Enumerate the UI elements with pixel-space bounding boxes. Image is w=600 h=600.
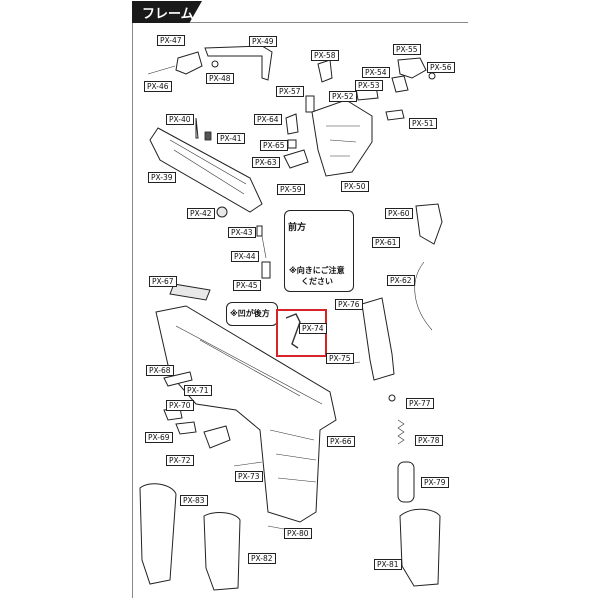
label-px76: PX-76: [335, 299, 363, 310]
px51-part: [385, 109, 405, 121]
label-px62: PX-62: [387, 275, 415, 286]
px69-part: [175, 421, 197, 435]
label-px54: PX-54: [362, 67, 390, 78]
orientation-note-line2: ください: [301, 277, 333, 286]
px79-part: [397, 461, 415, 503]
label-px52: PX-52: [329, 91, 357, 102]
label-px77: PX-77: [406, 398, 434, 409]
px50-part: [311, 99, 373, 177]
label-px58: PX-58: [311, 50, 339, 61]
px63-part: [283, 149, 309, 169]
label-px40: PX-40: [166, 114, 194, 125]
label-px71: PX-71: [184, 385, 212, 396]
px47-part: [175, 51, 203, 75]
px42-part: [216, 206, 228, 218]
orientation-note-line1: ※向きにご注意: [289, 266, 345, 275]
label-px47: PX-47: [157, 35, 185, 46]
px82-part: [203, 512, 241, 591]
section-title: フレーム: [142, 7, 194, 22]
label-px83: PX-83: [180, 495, 208, 506]
px76-part: [361, 297, 395, 381]
label-px39: PX-39: [148, 172, 176, 183]
label-px79: PX-79: [421, 477, 449, 488]
front-label: 前方: [288, 223, 307, 233]
label-px65: PX-65: [260, 140, 288, 151]
label-px74: PX-74: [299, 323, 327, 334]
diagram-frame: [132, 22, 468, 598]
px68-part: [163, 371, 193, 387]
px41-part: [204, 131, 212, 141]
px48-part: [211, 60, 219, 68]
label-px66: PX-66: [327, 436, 355, 447]
px74-part: [285, 313, 301, 349]
label-px73: PX-73: [235, 471, 263, 482]
px78-part: [397, 419, 405, 445]
label-px75: PX-75: [326, 353, 354, 364]
label-px70: PX-70: [166, 400, 194, 411]
px54-part: [391, 75, 409, 93]
label-px43: PX-43: [228, 227, 256, 238]
px44-part: [261, 261, 271, 279]
px64-part: [285, 113, 299, 135]
label-px72: PX-72: [166, 455, 194, 466]
px57-part: [305, 95, 315, 113]
label-px57: PX-57: [276, 86, 304, 97]
orientation-callout: [284, 210, 354, 292]
px65-part: [287, 139, 297, 149]
label-px63: PX-63: [252, 157, 280, 168]
px60-part: [415, 203, 443, 245]
section-header-tab: [132, 1, 202, 23]
label-px48: PX-48: [206, 73, 234, 84]
label-px78: PX-78: [415, 435, 443, 446]
label-px51: PX-51: [409, 118, 437, 129]
label-px61: PX-61: [372, 237, 400, 248]
label-px49: PX-49: [249, 36, 277, 47]
label-px44: PX-44: [231, 251, 259, 262]
label-px59: PX-59: [277, 184, 305, 195]
recess-note: ※凹が後方: [230, 309, 270, 318]
px77-part: [388, 394, 396, 402]
label-px41: PX-41: [217, 133, 245, 144]
px81-part: [399, 508, 441, 587]
label-px68: PX-68: [146, 365, 174, 376]
label-px55: PX-55: [393, 44, 421, 55]
label-px81: PX-81: [374, 559, 402, 570]
label-px53: PX-53: [355, 80, 383, 91]
label-px42: PX-42: [187, 208, 215, 219]
px56-part: [428, 72, 436, 80]
label-px56: PX-56: [427, 62, 455, 73]
label-px67: PX-67: [149, 276, 177, 287]
px40-part: [195, 117, 199, 139]
px66-part: [155, 305, 337, 523]
px43-part: [256, 225, 263, 237]
label-px82: PX-82: [248, 553, 276, 564]
label-px60: PX-60: [385, 208, 413, 219]
px83-part: [139, 483, 177, 585]
px58-part: [317, 59, 333, 83]
px67-part: [169, 283, 211, 301]
px55-part: [397, 57, 427, 79]
px72-part: [203, 425, 231, 449]
label-px45: PX-45: [233, 280, 261, 291]
px49-part: [204, 45, 273, 81]
label-px80: PX-80: [284, 528, 312, 539]
label-px64: PX-64: [254, 114, 282, 125]
label-px50: PX-50: [341, 181, 369, 192]
label-px46: PX-46: [144, 81, 172, 92]
label-px69: PX-69: [145, 432, 173, 443]
